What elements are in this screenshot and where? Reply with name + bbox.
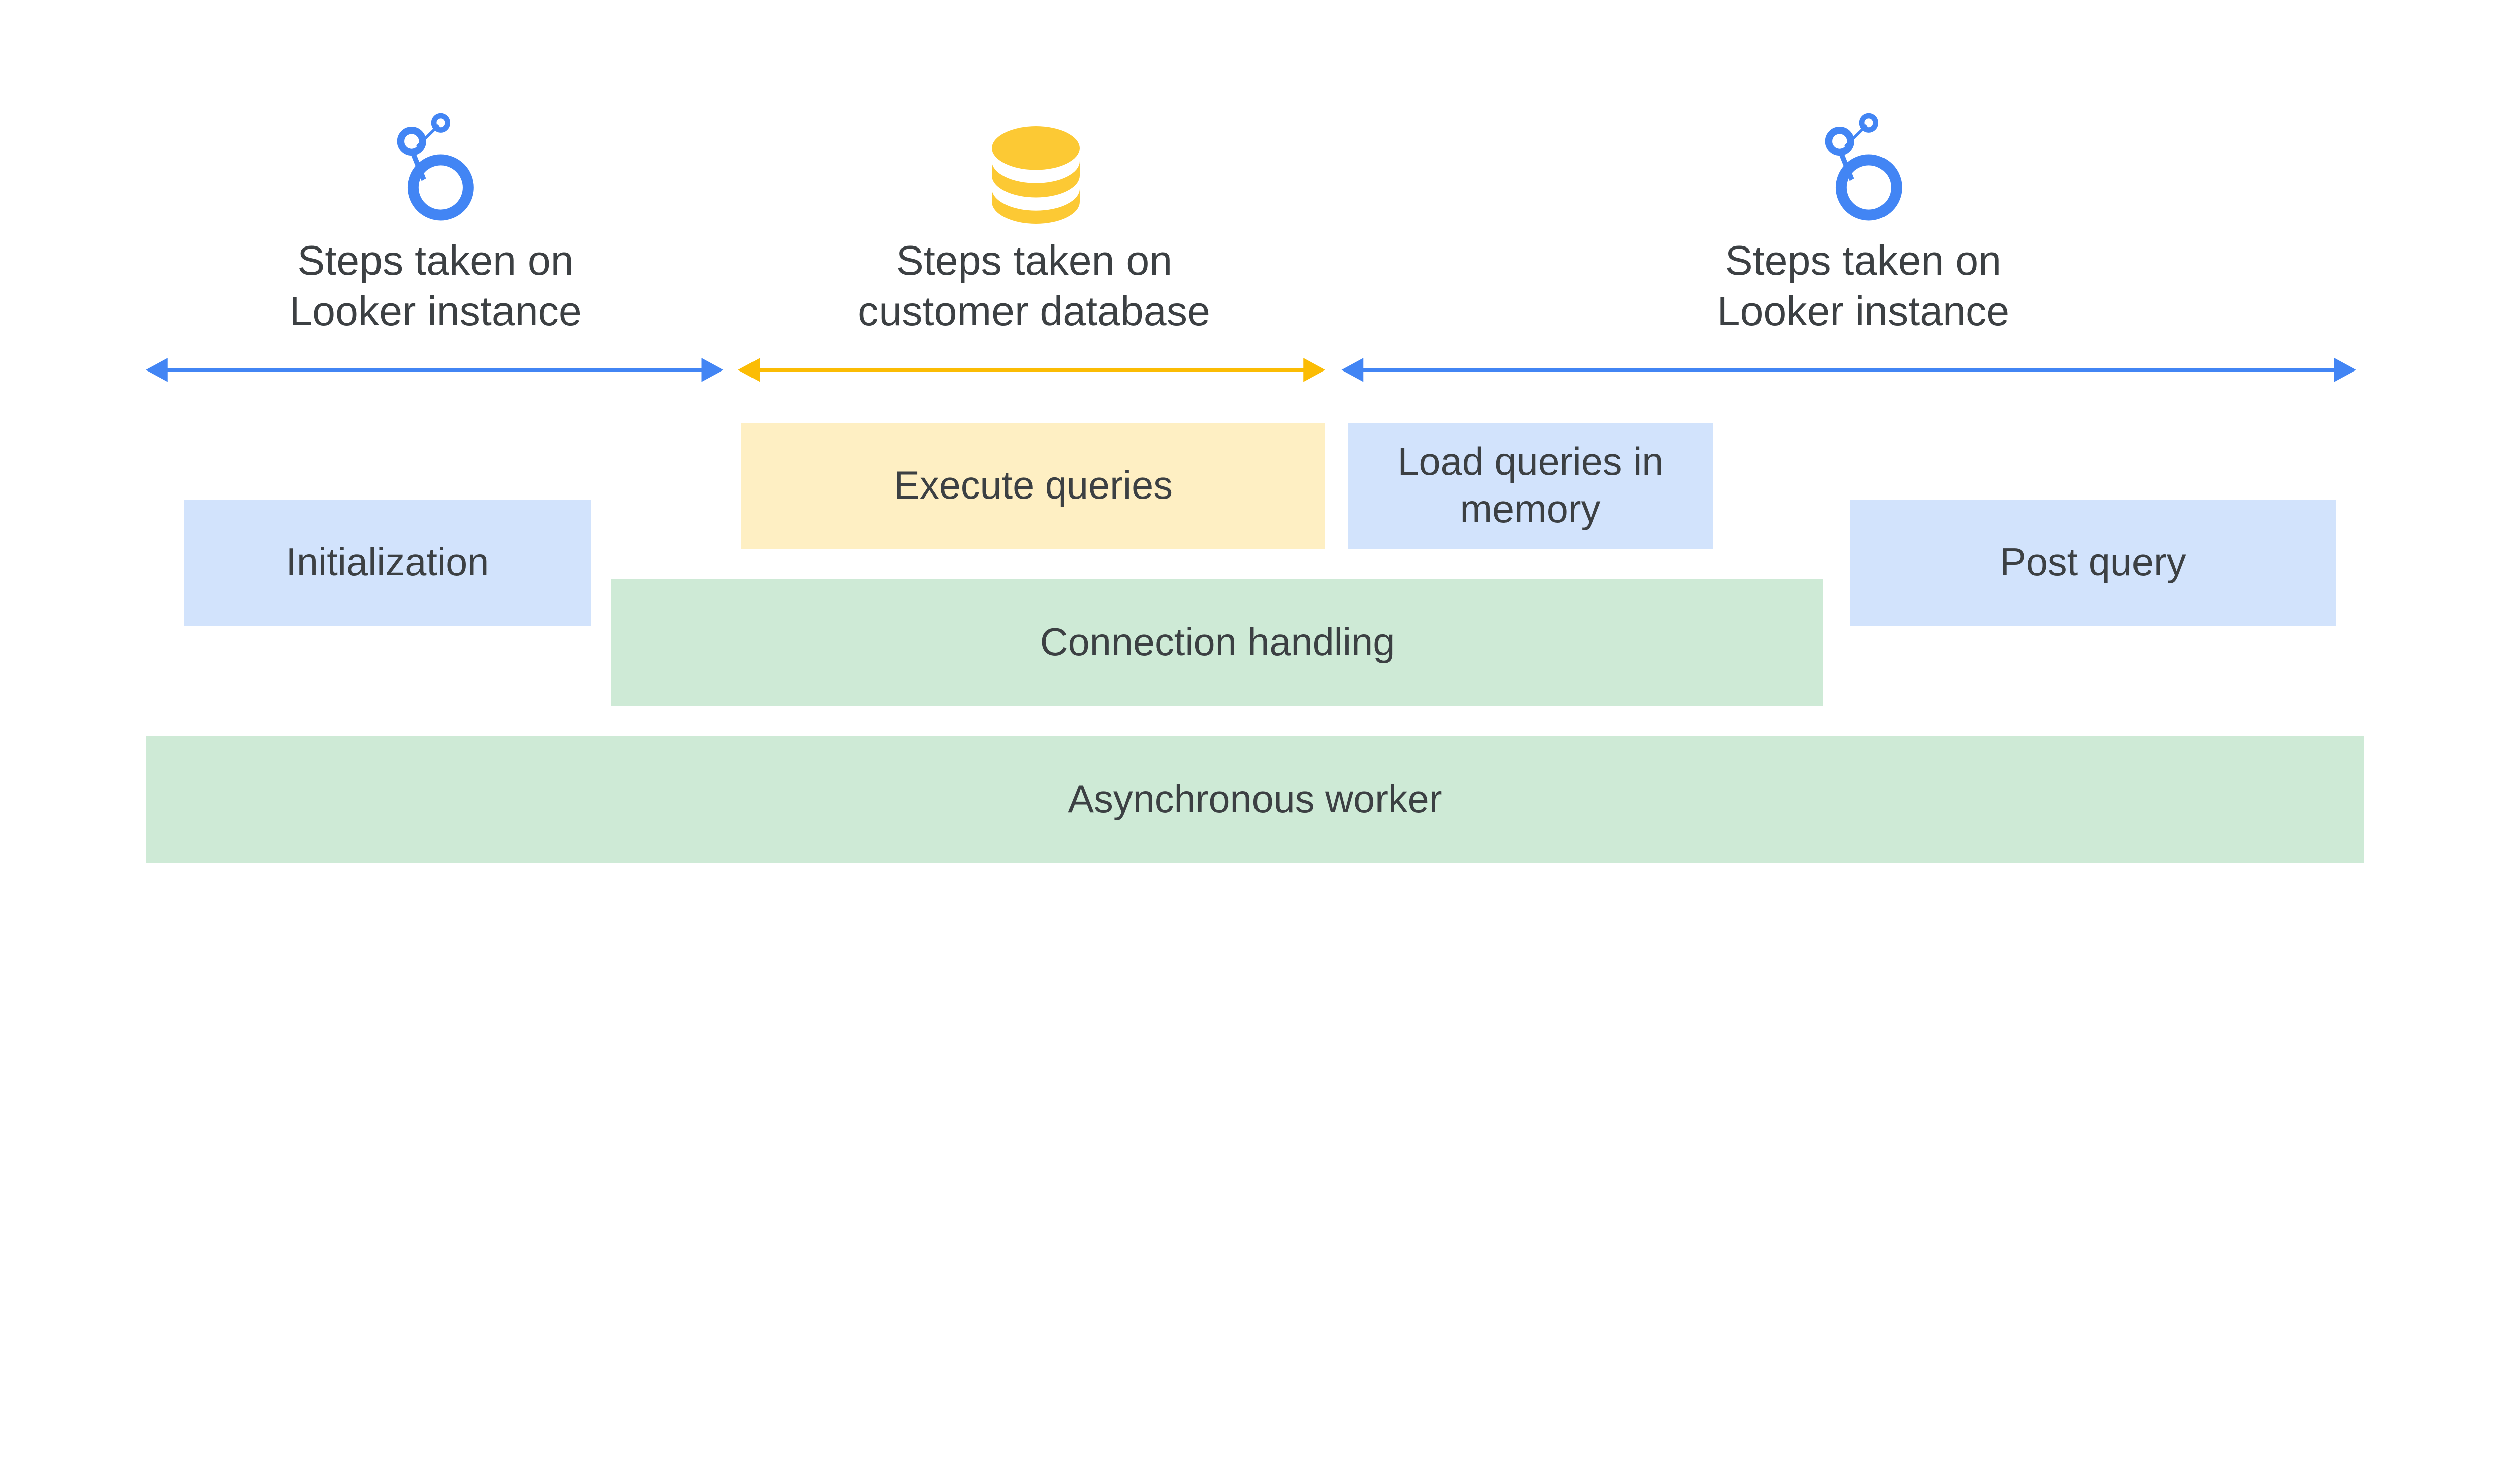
asynchronous-worker-label: Asynchronous worker	[1068, 777, 1442, 821]
load-queries-label: Load queries in memory	[1397, 440, 1664, 531]
double-arrow-database	[738, 358, 1325, 382]
double-arrow-looker-1	[146, 358, 724, 382]
initialization-box: Initialization	[184, 500, 591, 626]
heading-line: customer database	[858, 288, 1210, 334]
section-heading-database: Steps taken on customer database	[815, 235, 1254, 337]
double-arrow-looker-2	[1341, 358, 2356, 382]
heading-line: Looker instance	[289, 288, 582, 334]
diagram-frame: Steps taken on Looker instance Steps tak…	[146, 113, 2364, 863]
post-query-box: Post query	[1850, 500, 2336, 626]
database-icon	[992, 126, 1080, 224]
double-arrows	[146, 358, 2356, 382]
load-queries-box: Load queries in memory	[1348, 422, 1713, 549]
heading-line: Looker instance	[1717, 288, 2010, 334]
connection-handling-box: Connection handling	[611, 579, 1823, 706]
execute-queries-label: Execute queries	[894, 463, 1173, 507]
asynchronous-worker-box: Asynchronous worker	[146, 736, 2364, 863]
connection-handling-label: Connection handling	[1040, 621, 1395, 664]
section-heading-looker-2: Steps taken on Looker instance	[1644, 235, 2083, 337]
initialization-label: Initialization	[286, 541, 489, 584]
looker-logo-icon	[397, 113, 474, 221]
heading-line: Steps taken on	[297, 237, 574, 284]
heading-line: Steps taken on	[896, 237, 1173, 284]
heading-line: Steps taken on	[1725, 237, 2002, 284]
execute-queries-box: Execute queries	[741, 422, 1325, 549]
post-query-label: Post query	[2000, 541, 2186, 584]
section-heading-looker-1: Steps taken on Looker instance	[216, 235, 655, 337]
looker-logo-icon	[1825, 113, 1903, 221]
